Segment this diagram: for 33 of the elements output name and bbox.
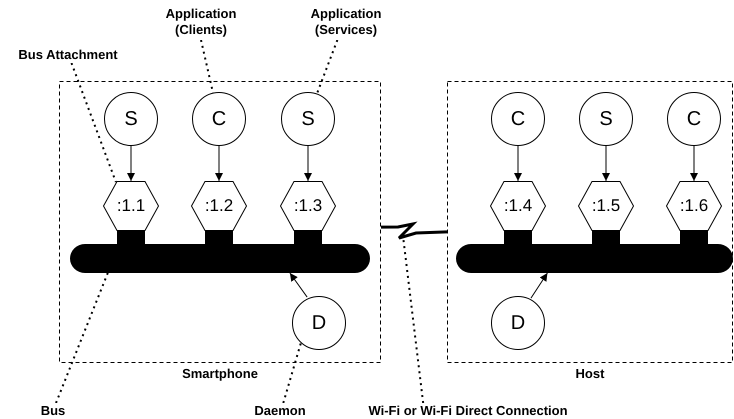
device-box (59, 81, 381, 381)
connection-line (380, 222, 448, 240)
circle-node: C (491, 92, 545, 146)
circle-node: D (491, 296, 545, 350)
bus-bar (70, 231, 370, 273)
box-title: Smartphone (181, 366, 259, 381)
arrow (690, 146, 698, 182)
arrow (304, 146, 312, 182)
arrow (602, 146, 610, 182)
box-title: Host (574, 366, 606, 381)
circle-node: S (104, 92, 158, 146)
leader-line (316, 40, 338, 94)
arrow (289, 272, 308, 298)
circle-node: C (667, 92, 721, 146)
circle-node: S (579, 92, 633, 146)
leader-line (55, 272, 110, 404)
circle-node: C (192, 92, 246, 146)
arrow (514, 146, 522, 182)
hexagon-node: :1.5 (578, 181, 634, 231)
hexagon-node: :1.4 (490, 181, 546, 231)
arrow (127, 146, 135, 182)
hexagon-node: :1.2 (191, 181, 247, 231)
arrow (215, 146, 223, 182)
circle-node: D (292, 296, 346, 350)
device-box (447, 81, 733, 381)
arrow (530, 272, 548, 299)
leader-line (282, 342, 302, 404)
bus-bar (456, 231, 733, 273)
circle-node: S (281, 92, 335, 146)
hexagon-node: :1.1 (103, 181, 159, 231)
hexagon-node: :1.6 (666, 181, 722, 231)
leader-line (70, 62, 117, 182)
hexagon-node: :1.3 (280, 181, 336, 231)
